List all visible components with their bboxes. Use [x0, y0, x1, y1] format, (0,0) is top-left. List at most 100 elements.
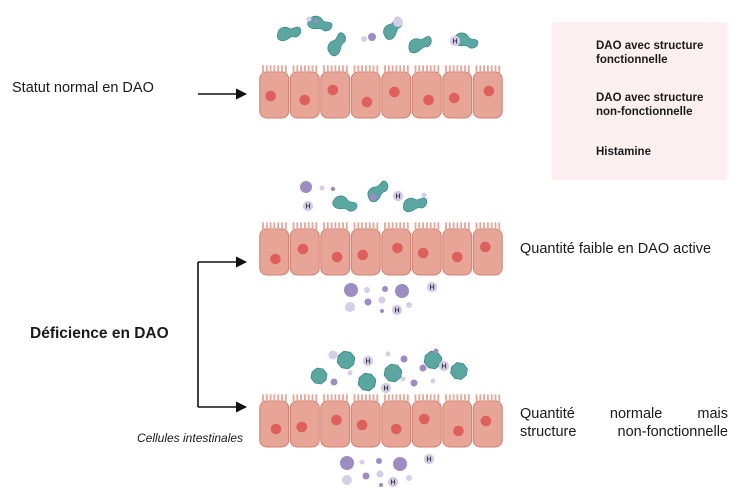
dao-functional: [367, 180, 389, 203]
intestinal-cell: [411, 222, 442, 276]
histamine-dot: [319, 185, 325, 191]
dao-nonfunctional: [450, 362, 468, 380]
histamine-dot: [378, 296, 386, 304]
legend-label-nonfunctional: DAO avec structure non-fonctionnelle: [596, 92, 704, 118]
histamine-dot: [406, 302, 412, 308]
intestinal-cell: [381, 65, 412, 119]
histamine-dot: [410, 379, 418, 387]
histamine-dot: [380, 309, 384, 313]
histamine-dot: [359, 459, 365, 465]
svg-text:H: H: [426, 457, 431, 464]
histamine-h: H: [426, 281, 438, 293]
intestinal-cell: [259, 394, 290, 448]
histamine-dot: [379, 483, 383, 487]
intestinal-cell: [381, 394, 412, 448]
histamine-dot: [340, 456, 354, 470]
intestinal-cell: [411, 394, 442, 448]
histamine-dot: [393, 17, 403, 27]
histamine-dot: [433, 348, 439, 354]
molecules: H H H H H H H H H H: [276, 15, 479, 488]
histamine-dot: [314, 19, 318, 23]
dao-nonfunctional: [357, 372, 377, 392]
histamine-dot: [419, 364, 427, 372]
histamine-dot: [369, 193, 377, 201]
label-nonfunctional-line1: Quantité normale mais: [520, 406, 728, 422]
histamine-dot: [342, 475, 352, 485]
histamine-dot: [385, 351, 391, 357]
legend: DAO avec structure fonctionnelle DAO ave…: [552, 22, 727, 180]
histamine-dot: [330, 186, 336, 192]
svg-text:H: H: [452, 39, 457, 46]
dao-functional: [276, 26, 302, 42]
intestinal-cell: [381, 222, 412, 276]
intestinal-cell: [289, 222, 320, 276]
histamine-dot: [393, 457, 407, 471]
dao-nonfunctional: [336, 350, 356, 370]
histamine-dot: [406, 475, 412, 481]
svg-text:H: H: [365, 359, 370, 366]
intestinal-cell: [411, 65, 442, 119]
intestinal-cell: [289, 394, 320, 448]
label-normal-status: Statut normal en DAO: [12, 80, 154, 96]
intestinal-cell-rows: [259, 65, 503, 448]
histamine-dot: [382, 286, 388, 292]
svg-text:H: H: [390, 480, 395, 487]
label-nonfunctional-line2: structure non-fonctionnelle: [520, 424, 728, 440]
svg-text:H: H: [394, 308, 399, 315]
intestinal-cell: [289, 65, 320, 119]
label-intestinal-cells: Cellules intestinales: [137, 431, 244, 445]
legend-label-functional: DAO avec structure fonctionnelle: [596, 40, 704, 66]
histamine-h: H: [387, 476, 399, 488]
intestinal-cell: [320, 65, 351, 119]
intestinal-cell: [259, 65, 290, 119]
histamine-dot: [376, 470, 384, 478]
label-dao-deficiency: Déficience en DAO: [30, 325, 169, 342]
cell-row: [259, 222, 503, 276]
svg-text:H: H: [305, 204, 310, 211]
intestinal-cell: [350, 65, 381, 119]
dao-functional: [408, 36, 432, 54]
histamine-h: H: [302, 200, 314, 212]
dao-nonfunctional: [383, 363, 403, 383]
histamine-dot: [430, 378, 436, 384]
histamine-dot: [400, 376, 406, 382]
histamine-dot: [330, 378, 338, 386]
intestinal-cell: [259, 222, 290, 276]
legend-label-histamine: Histamine: [596, 146, 651, 158]
histamine-dot: [344, 283, 358, 297]
histamine-dot: [347, 370, 353, 376]
svg-text:H: H: [383, 386, 388, 393]
intestinal-cell: [442, 394, 473, 448]
svg-text:H: H: [441, 364, 446, 371]
dao-functional: [307, 15, 333, 32]
histamine-dot: [400, 355, 408, 363]
histamine-dot: [362, 472, 370, 480]
histamine-dot: [364, 298, 372, 306]
svg-text:H: H: [429, 285, 434, 292]
intestinal-cell: [472, 394, 503, 448]
intestinal-cell: [472, 65, 503, 119]
cell-row: [259, 65, 503, 119]
histamine-dot: [421, 192, 427, 198]
dao-functional: [327, 32, 346, 57]
histamine-h: H: [380, 382, 392, 394]
intestinal-cell: [320, 222, 351, 276]
dao-nonfunctional: [310, 367, 328, 385]
histamine-h: H: [392, 190, 404, 202]
histamine-dot: [376, 458, 382, 464]
histamine-dot: [364, 287, 370, 293]
intestinal-cell: [320, 394, 351, 448]
intestinal-cell: [442, 222, 473, 276]
dao-functional: [402, 197, 428, 213]
histamine-h: H: [362, 355, 374, 367]
histamine-dot: [306, 16, 312, 22]
histamine-dot: [300, 181, 312, 193]
histamine-h: H: [438, 360, 450, 372]
histamine-dot: [395, 284, 409, 298]
arrows: [197, 88, 248, 413]
intestinal-cell: [350, 222, 381, 276]
svg-text:H: H: [395, 194, 400, 201]
histamine-dot: [345, 302, 355, 312]
histamine-h: H: [391, 304, 403, 316]
histamine-dot: [361, 36, 367, 42]
